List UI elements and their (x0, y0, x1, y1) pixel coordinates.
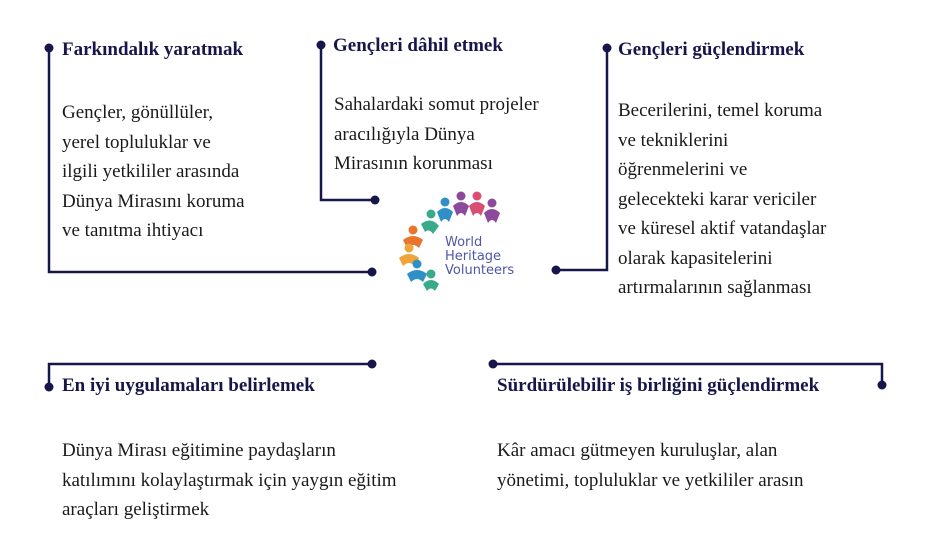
connector-dot (877, 380, 887, 390)
logo-word: Volunteers (445, 263, 515, 278)
text-line: Mirasının korunması (334, 153, 493, 174)
text-line: ve küresel aktif vatandaşlar (618, 218, 827, 239)
text-line: Dünya Mirası eğitimine paydaşların (62, 440, 336, 461)
heading-empower-youth: Gençleri güçlendirmek (618, 39, 805, 60)
text-awareness: Gençler, gönüllüler, yerel topluluklar v… (62, 98, 245, 246)
text-line: katılımını kolaylaştırmak için yaygın eğ… (62, 469, 397, 491)
connector-dot (367, 267, 377, 277)
text-line: ve tanıtma ihtiyacı (62, 220, 204, 241)
text-line: araçları geliştirmek (62, 499, 210, 520)
text-line: Sahalardaki somut projeler (334, 94, 539, 115)
text-line: ilgili yetkililer arasında (62, 161, 240, 182)
connector-dot (316, 40, 326, 50)
connector-box-3 (556, 48, 609, 272)
text-involve-youth: Sahalardaki somut projeler aracılığıyla … (334, 90, 539, 179)
connector-dot (44, 43, 54, 53)
text-line: aracılığıyla Dünya (334, 123, 475, 145)
text-line: olarak kapasitelerini (618, 247, 773, 269)
text-line: Becerilerini, temel koruma (618, 100, 823, 121)
connector-dot (370, 195, 380, 205)
logo-word: Heritage (445, 249, 502, 264)
logo-text: World Heritage Volunteers (445, 236, 514, 278)
text-line: ve tekniklerini (618, 129, 729, 151)
connector-box-1 (47, 48, 372, 274)
connector-box-2 (319, 45, 375, 202)
text-line: yönetimi, topluluklar ve yetkililer aras… (497, 469, 804, 491)
text-line: yerel topluluklar ve (62, 131, 211, 153)
heading-involve-youth: Gençleri dâhil etmek (333, 35, 503, 56)
text-line: öğrenmelerini ve (618, 159, 748, 180)
heading-sustainable-cooperation: Sürdürülebilir iş birliğini güçlendirmek (497, 375, 820, 396)
connector-dot (551, 265, 561, 275)
text-line: artırmalarının sağlanması (618, 277, 812, 298)
heading-best-practices: En iyi uygulamaları belirlemek (62, 375, 315, 396)
connector-dot (367, 359, 377, 369)
text-line: gelecekteki karar vericiler (618, 188, 817, 210)
connector-dot (44, 382, 54, 392)
heading-awareness: Farkındalık yaratmak (62, 39, 244, 60)
text-line: Kâr amacı gütmeyen kuruluşlar, alan (497, 440, 778, 461)
connector-dot (602, 43, 612, 53)
text-best-practices: Dünya Mirası eğitimine paydaşların katıl… (62, 436, 397, 525)
logo-word: World (445, 235, 483, 250)
volunteers-figures-icon (399, 191, 500, 291)
connector-box-4 (47, 362, 372, 387)
text-sustainable-cooperation: Kâr amacı gütmeyen kuruluşlar, alan yöne… (497, 436, 804, 495)
text-line: Gençler, gönüllüler, (62, 102, 213, 123)
connector-box-5 (493, 362, 884, 385)
text-line: Dünya Mirasını koruma (62, 190, 245, 212)
connector-dot (488, 359, 498, 369)
text-empower-youth: Becerilerini, temel koruma ve teknikleri… (618, 96, 826, 303)
